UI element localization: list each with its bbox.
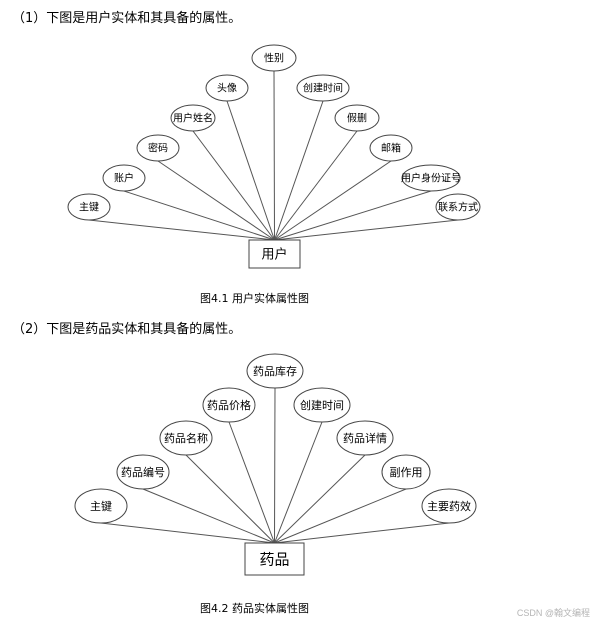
- attribute-ellipse: [136, 134, 180, 162]
- connector-line: [142, 488, 275, 544]
- attribute-label: 药品库存: [253, 364, 297, 378]
- attribute-label: 药品名称: [164, 431, 208, 445]
- attribute-label: 创建时间: [303, 82, 343, 95]
- attribute-ellipse: [334, 104, 380, 132]
- attribute-ellipse: [202, 387, 256, 423]
- watermark: CSDN @翰文编程: [516, 608, 590, 618]
- connector-line: [274, 190, 432, 241]
- attribute-label: 药品编号: [121, 465, 165, 479]
- attribute-ellipse: [67, 193, 111, 221]
- entity-box: [248, 239, 301, 269]
- attribute-label: 联系方式: [438, 201, 478, 214]
- connector-line: [274, 219, 459, 241]
- section2-heading: （2）下图是药品实体和其具备的属性。: [12, 322, 242, 337]
- connector-line: [228, 421, 275, 544]
- connector-line: [192, 130, 275, 241]
- attribute-ellipse: [159, 420, 213, 456]
- figure1-caption: 图4.1 用户实体属性图: [200, 292, 309, 305]
- attribute-label: 创建时间: [300, 398, 344, 412]
- connector-line: [88, 219, 275, 241]
- attribute-label: 用户姓名: [173, 112, 213, 125]
- attribute-ellipse: [246, 353, 304, 389]
- attribute-label: 用户身份证号: [401, 172, 461, 185]
- attribute-label: 主键: [79, 201, 99, 214]
- connector-line: [274, 387, 276, 544]
- attribute-label: 药品价格: [207, 398, 251, 412]
- attribute-label: 药品详情: [343, 431, 387, 445]
- attribute-label: 密码: [148, 142, 168, 155]
- connector-line: [274, 488, 407, 544]
- attribute-label: 性别: [264, 52, 284, 65]
- attribute-ellipse: [401, 164, 461, 192]
- connector-line: [226, 100, 275, 241]
- attribute-ellipse: [205, 74, 249, 102]
- connector-line: [100, 522, 275, 544]
- attribute-label: 头像: [217, 83, 237, 95]
- connector-line: [157, 160, 275, 241]
- attribute-ellipse: [369, 134, 413, 162]
- attribute-ellipse: [74, 488, 128, 524]
- attribute-ellipse: [296, 74, 350, 102]
- connector-line: [274, 454, 366, 544]
- connector-line: [274, 160, 392, 241]
- connector-line: [123, 190, 275, 241]
- attribute-label: 主要药效: [427, 499, 471, 513]
- connector-line: [274, 421, 323, 544]
- connector-line: [274, 100, 324, 241]
- attribute-ellipse: [102, 164, 146, 192]
- entity-label: 药品: [259, 550, 289, 568]
- entity-box: [244, 542, 305, 576]
- section1-heading: （1）下图是用户实体和其具备的属性。: [12, 11, 242, 26]
- attribute-ellipse: [336, 420, 394, 456]
- attribute-label: 邮箱: [381, 142, 401, 155]
- attribute-ellipse: [421, 488, 477, 524]
- connector-line: [274, 522, 450, 544]
- figure2-caption: 图4.2 药品实体属性图: [200, 602, 309, 615]
- connector-line: [274, 130, 358, 241]
- attribute-label: 假删: [347, 112, 367, 125]
- attribute-ellipse: [116, 454, 170, 490]
- attribute-label: 副作用: [390, 466, 423, 479]
- attribute-ellipse: [381, 454, 431, 490]
- attribute-ellipse: [435, 193, 481, 221]
- entity-label: 用户: [261, 247, 287, 263]
- attribute-label: 主键: [90, 499, 112, 513]
- attribute-ellipse: [170, 104, 216, 132]
- attribute-label: 账户: [114, 172, 134, 185]
- attribute-ellipse: [293, 387, 351, 423]
- connector-line: [185, 454, 275, 544]
- attribute-ellipse: [251, 44, 297, 72]
- connector-line: [273, 70, 275, 241]
